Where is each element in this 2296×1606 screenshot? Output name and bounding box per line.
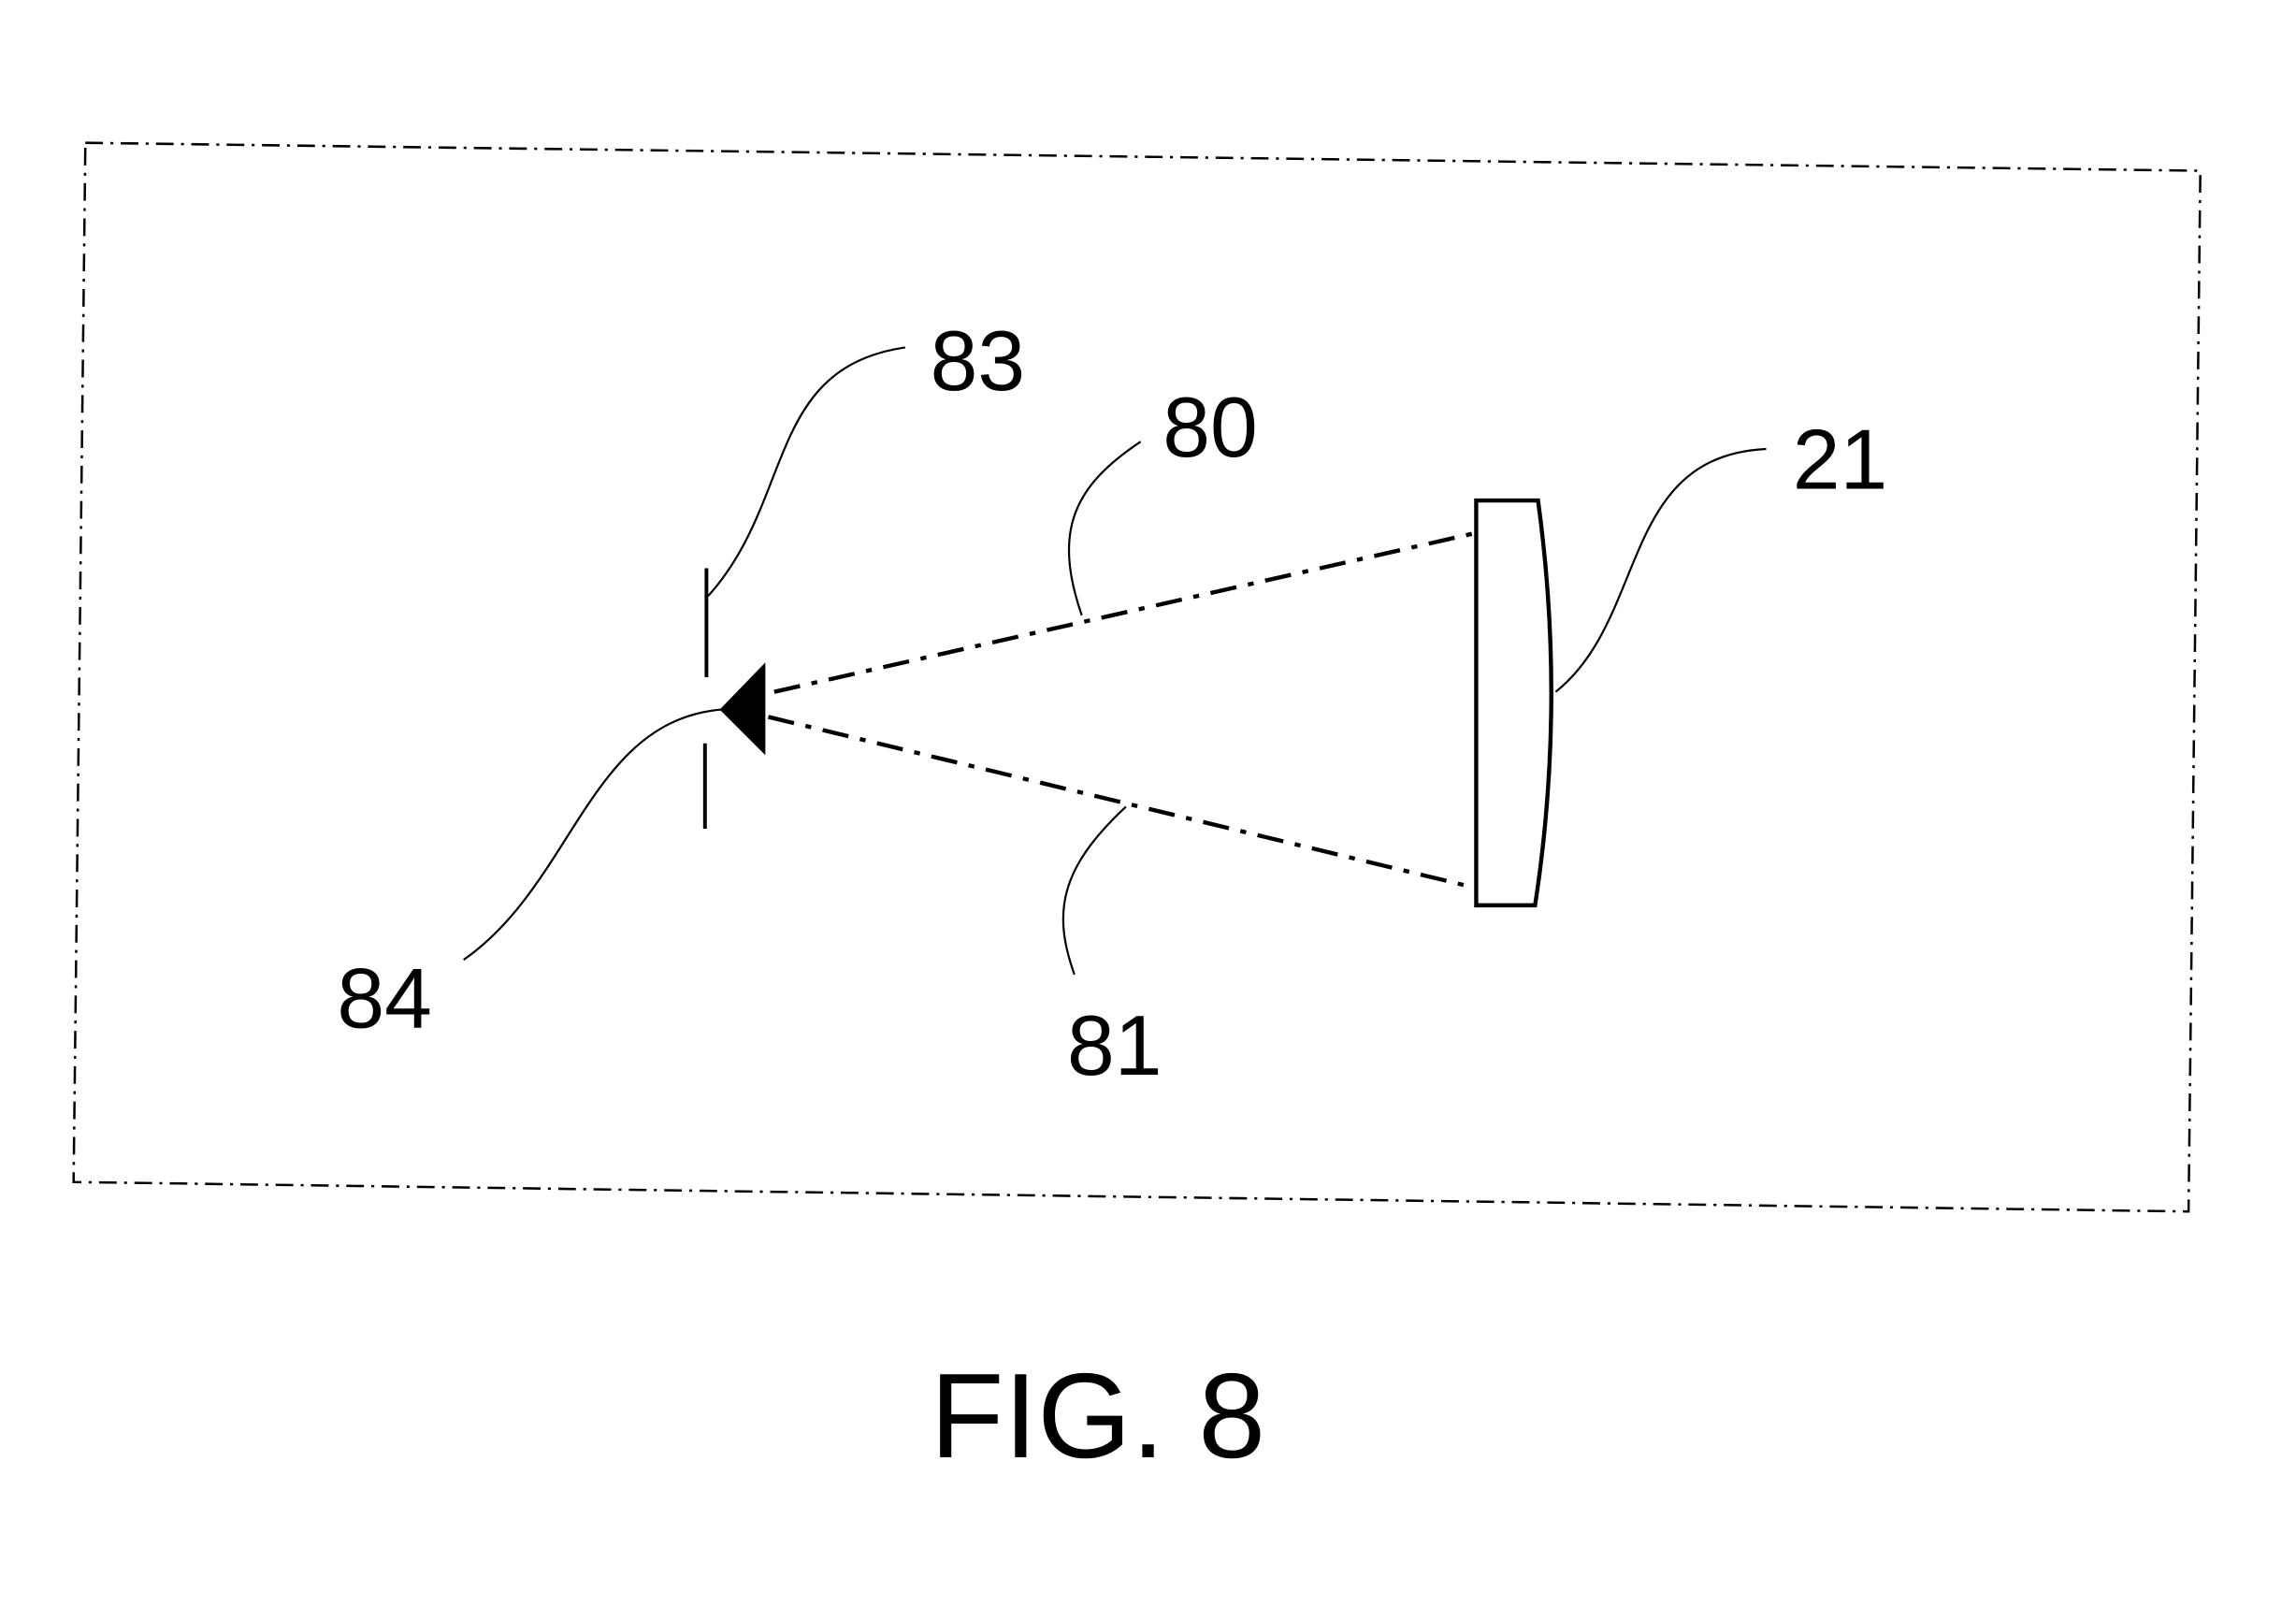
leader-83 [707, 346, 905, 598]
label-83: 83 [931, 313, 1026, 409]
figure-caption: FIG. 8 [931, 1349, 1266, 1483]
leader-84 [463, 708, 722, 962]
leader-80 [1067, 441, 1142, 616]
source-triangle [719, 662, 766, 756]
label-80: 80 [1162, 380, 1258, 475]
leader-21 [1554, 447, 1767, 693]
label-81: 81 [1067, 998, 1162, 1093]
dash-dot-border [72, 141, 2202, 1213]
ray-80 [773, 530, 1477, 694]
label-21: 21 [1793, 412, 1888, 508]
label-84: 84 [337, 950, 432, 1046]
ray-81 [767, 715, 1476, 890]
leader-81 [1061, 805, 1127, 976]
mirror-21 [1474, 498, 1553, 908]
